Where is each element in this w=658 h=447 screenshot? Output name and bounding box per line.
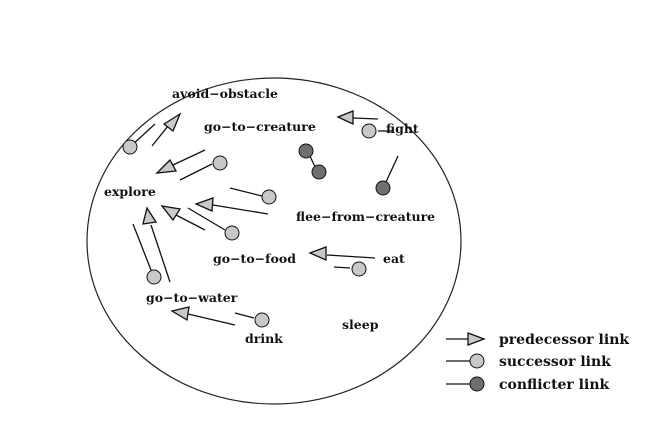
node-eat: eat	[383, 251, 405, 266]
legend-successor: successor link	[446, 353, 611, 370]
node-go-to-creature: go−to−creature	[204, 119, 316, 134]
successor-link	[187, 207, 240, 241]
predecessor-link	[308, 246, 376, 261]
predecessor-link	[170, 306, 236, 326]
conflicter-link	[298, 143, 327, 180]
node-avoid-obstacle: avoid−obstacle	[172, 86, 278, 101]
node-go-to-food: go−to−food	[213, 251, 296, 266]
successor-link	[333, 261, 367, 277]
legend-conflicter-label: conflicter link	[499, 377, 610, 393]
predecessor-link	[151, 112, 182, 147]
legend-predecessor-label: predecessor link	[499, 332, 629, 348]
node-sleep: sleep	[342, 317, 379, 332]
node-flee-from-creature: flee−from−creature	[296, 209, 435, 224]
legend: predecessor link successor link conflict…	[446, 332, 629, 393]
node-fight: fight	[386, 121, 419, 136]
node-explore: explore	[104, 184, 156, 199]
predecessor-link	[155, 149, 206, 174]
node-drink: drink	[245, 331, 283, 346]
node-go-to-water: go−to−water	[146, 290, 238, 305]
successor-link	[122, 123, 156, 155]
legend-conflicter: conflicter link	[446, 376, 610, 393]
predecessor-link	[160, 205, 206, 231]
conflicter-link	[375, 155, 399, 196]
legend-predecessor: predecessor link	[446, 332, 629, 348]
network-boundary	[86, 77, 462, 405]
legend-successor-label: successor link	[499, 354, 611, 370]
successor-link	[229, 187, 277, 205]
predecessor-link	[194, 197, 269, 215]
predecessor-link	[142, 206, 171, 283]
successor-link	[132, 223, 162, 285]
predecessor-link	[336, 110, 379, 126]
successor-link	[179, 155, 228, 181]
successor-link	[361, 123, 393, 139]
successor-link	[234, 312, 270, 328]
